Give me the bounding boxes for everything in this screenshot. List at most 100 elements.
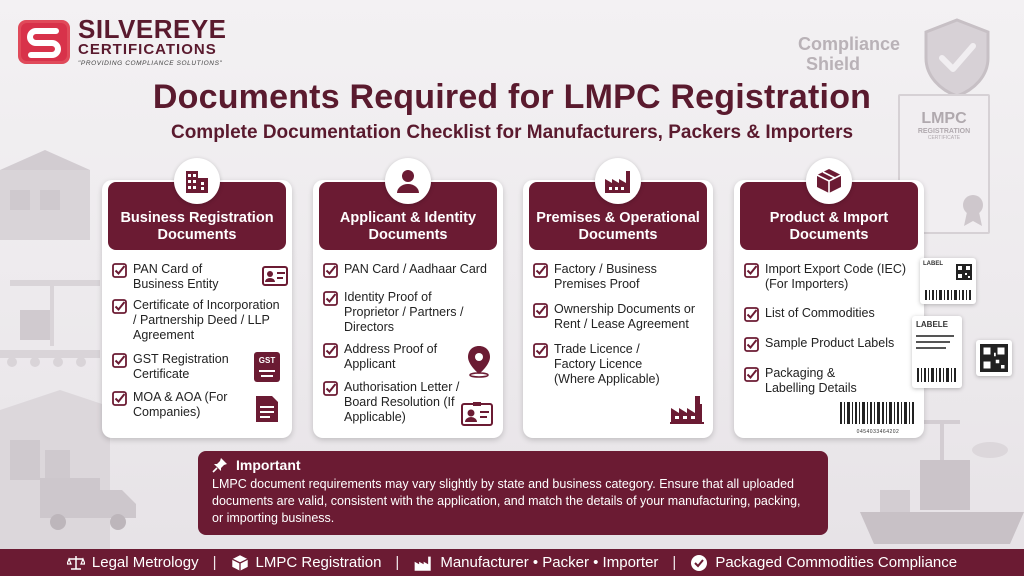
qr-sticker: [976, 340, 1012, 376]
list-item: GST Registration Certificate: [112, 352, 238, 384]
checkbox-checked-icon: [744, 263, 759, 278]
checklist: PAN Card / Aadhaar Card Identity Proof o…: [323, 262, 495, 425]
id-card-icon: [262, 266, 288, 286]
checkbox-checked-icon: [533, 303, 548, 318]
important-notice: Important LMPC document requirements may…: [198, 451, 828, 535]
cert-title: LMPC: [921, 110, 967, 127]
gst-document-icon: GST: [254, 352, 280, 382]
barcode-small-icon: [917, 368, 956, 382]
list-item: Identity Proof of Proprietor / Partners …: [323, 290, 483, 338]
pin-icon: [212, 458, 227, 473]
checkbox-checked-icon: [744, 367, 759, 382]
checkbox-checked-icon: [533, 263, 548, 278]
card-heading-line2: Documents: [789, 227, 869, 243]
footer-item-compliance: Packaged Commodities Compliance: [690, 554, 957, 572]
list-item: List of Commodities: [744, 306, 916, 322]
shield-text-line1: Compliance: [798, 34, 901, 54]
seal-icon: [963, 195, 983, 226]
box-icon: [231, 554, 248, 571]
checkbox-checked-icon: [112, 299, 127, 314]
list-item: PAN Card / Aadhaar Card: [323, 262, 495, 284]
page-title: Documents Required for LMPC Registration: [152, 78, 872, 116]
barcode-number: 0454033464202: [856, 429, 900, 435]
footer-separator: |: [672, 554, 677, 571]
list-item: Trade Licence / Factory Licence (Where A…: [533, 342, 679, 387]
card-heading-line1: Product & Import: [769, 210, 889, 226]
cert-small: CERTIFICATE: [927, 135, 961, 141]
list-item: Ownership Documents or Rent / Lease Agre…: [533, 302, 705, 334]
card-heading-line2: Documents: [578, 227, 658, 243]
factory-icon: [414, 556, 432, 571]
logo-mark-icon: [18, 19, 70, 64]
box-icon: [806, 158, 852, 204]
checkbox-checked-icon: [744, 337, 759, 352]
document-icon: [256, 396, 278, 422]
brand-name: SILVEREYE: [78, 14, 227, 44]
checkbox-checked-icon: [744, 307, 759, 322]
label-card-2: LABELE: [912, 316, 962, 388]
card-heading-line2: Documents: [157, 227, 237, 243]
card-heading-line2: Documents: [368, 227, 448, 243]
building-icon: [174, 158, 220, 204]
qr-code-icon: [980, 344, 1008, 372]
scales-icon: [66, 555, 85, 570]
cert-sub: REGISTRATION: [917, 128, 971, 135]
qr-code-icon: [956, 264, 972, 280]
list-item: Packaging & Labelling Details: [744, 366, 884, 396]
list-item: MOA & AOA (For Companies): [112, 390, 238, 420]
barcode-icon: 0454033464202: [840, 402, 916, 435]
checklist: Factory / Business Premises Proof Owners…: [533, 262, 705, 387]
shield-text-line2: Shield: [806, 54, 861, 74]
checkbox-checked-icon: [112, 391, 127, 406]
list-item: Factory / Business Premises Proof: [533, 262, 683, 294]
important-heading: Important: [236, 457, 301, 473]
card-heading-line1: Business Registration: [120, 210, 274, 226]
compliance-shield-text: Compliance Shield: [798, 34, 900, 74]
checkbox-checked-icon: [323, 291, 338, 306]
checkbox-checked-icon: [112, 353, 127, 368]
gst-badge-text: GST: [258, 356, 276, 365]
check-circle-icon: [691, 554, 708, 571]
checkbox-checked-icon: [323, 381, 338, 396]
checkbox-checked-icon: [323, 263, 338, 278]
list-item: Address Proof of Applicant: [323, 342, 443, 374]
checklist: PAN Card of Business Entity Certificate …: [112, 262, 284, 420]
footer-item-lmpc-registration: LMPC Registration: [231, 554, 381, 572]
location-pin-icon: [468, 346, 490, 378]
footer-item-manufacturer: Manufacturer • Packer • Importer: [413, 554, 658, 572]
footer-separator: |: [212, 554, 217, 571]
id-badge-icon: [461, 402, 493, 426]
list-item: PAN Card of Business Entity: [112, 262, 254, 294]
barcode-small-icon: [925, 290, 971, 300]
list-item: Sample Product Labels: [744, 336, 916, 352]
ship-illustration: [860, 420, 1024, 544]
factory-icon: [670, 396, 704, 424]
checkbox-checked-icon: [323, 343, 338, 358]
checklist: Import Export Code (IEC) (For Importers)…: [744, 262, 916, 396]
important-body: LMPC document requirements may vary slig…: [212, 477, 801, 525]
list-item: Import Export Code (IEC) (For Importers): [744, 262, 914, 294]
page-subtitle: Complete Documentation Checklist for Man…: [170, 122, 854, 143]
footer-item-legal-metrology: Legal Metrology: [66, 554, 199, 571]
card-heading-line1: Premises & Operational: [536, 210, 700, 226]
label-card-1: LABEL: [920, 258, 976, 304]
list-item: Certificate of Incorporation / Partnersh…: [112, 298, 284, 346]
user-icon: [385, 158, 431, 204]
footer-bar: Legal Metrology | LMPC Registration | Ma…: [0, 549, 1024, 576]
factory-icon: [595, 158, 641, 204]
background-illustration-left: [0, 150, 110, 550]
brand-tagline: "PROVIDING COMPLIANCE SOLUTIONS": [78, 60, 223, 67]
brand-logo[interactable]: SILVEREYE CERTIFICATIONS "PROVIDING COMP…: [18, 16, 227, 67]
brand-sub: CERTIFICATIONS: [78, 41, 217, 58]
list-item: Authorisation Letter / Board Resolution …: [323, 380, 467, 425]
label-card-title: LABEL: [923, 261, 943, 267]
label-card-title: LABELE: [916, 320, 948, 329]
checkbox-checked-icon: [112, 263, 127, 278]
footer-separator: |: [395, 554, 400, 571]
barcode-bars-icon: [840, 402, 914, 424]
